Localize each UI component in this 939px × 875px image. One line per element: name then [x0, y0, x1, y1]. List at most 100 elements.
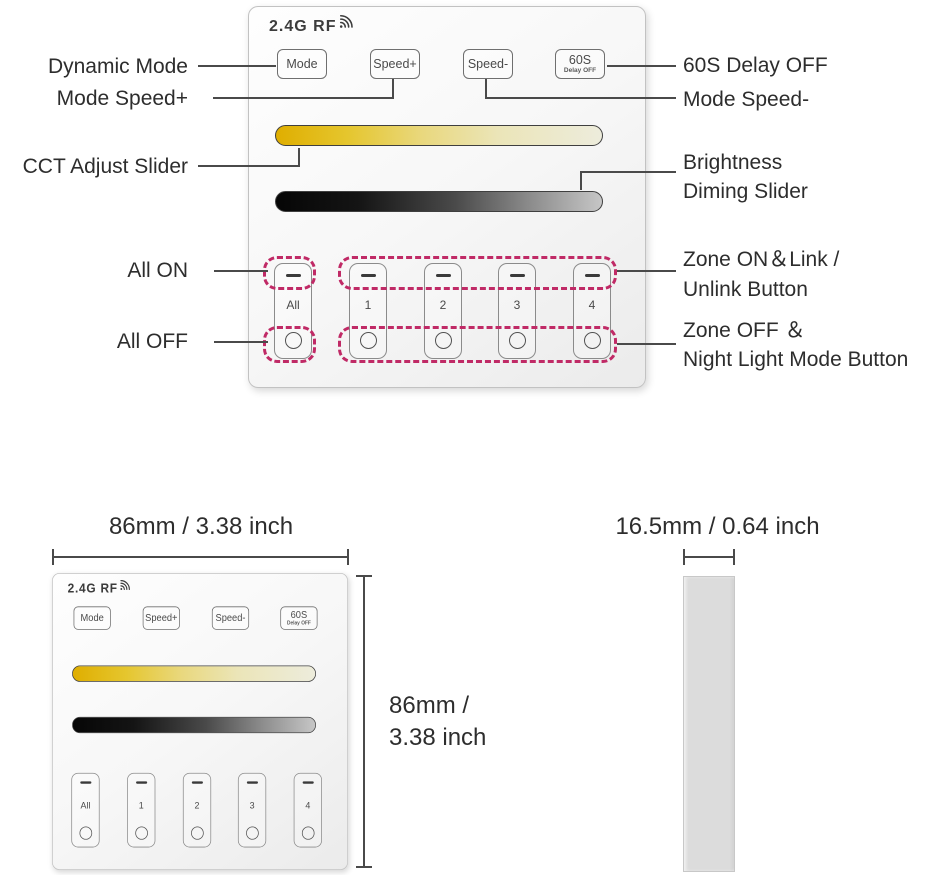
zone-label: All [286, 297, 300, 312]
zone-on-dash-icon [435, 274, 451, 277]
connector-line [485, 97, 676, 99]
height-dimension-line2: 3.38 inch [389, 724, 487, 751]
delay-off-button: 60S Delay OFF [555, 49, 605, 79]
brightness-dimming-slider [72, 716, 317, 734]
delay-off-main-label: 60S [568, 52, 592, 67]
zone-label: 1 [138, 799, 144, 811]
zone-on-dash-icon [285, 274, 301, 277]
speed-minus-label: Speed- [467, 56, 509, 71]
zone-button-3: 3 [237, 772, 267, 848]
label-zone-on-link: Zone ON＆Link / Unlink Button [683, 245, 839, 305]
label-line: Brightness [683, 151, 783, 174]
connector-line [298, 148, 300, 167]
zone-off-circle-icon [583, 332, 601, 349]
connector-line [198, 65, 276, 67]
dimension-bar [685, 556, 733, 558]
zone-button-2: 2 [182, 772, 212, 848]
zone-off-circle-icon [508, 332, 526, 349]
cct-adjust-slider [72, 665, 317, 682]
label-line: Night Light Mode Button [683, 348, 909, 371]
dimension-tick [733, 549, 735, 565]
label-zone-off-night-light: Zone OFF ＆ Night Light Mode Button [683, 316, 908, 374]
height-dimension-text: 86mm / 3.38 inch [389, 690, 486, 754]
brightness-dimming-slider [275, 191, 603, 212]
speed-minus-label: Speed- [215, 612, 246, 624]
mode-button-label: Mode [80, 612, 104, 624]
label-all-off: All OFF [116, 330, 188, 353]
zone-off-circle-icon [79, 826, 92, 840]
zone-off-circle-icon [359, 332, 377, 349]
connector-line [214, 270, 268, 272]
depth-dimension-line [683, 549, 735, 565]
highlight-all-on [263, 256, 316, 290]
zone-on-dash-icon [191, 781, 203, 784]
connector-line [580, 171, 582, 190]
connector-line [392, 79, 394, 99]
mode-button-label: Mode [286, 56, 318, 71]
zone-button-all: All [71, 772, 100, 848]
mode-button: Mode [277, 49, 327, 79]
zone-button-1: 1 [127, 772, 156, 848]
zone-label: 2 [439, 297, 447, 312]
connector-line [214, 341, 268, 343]
dimension-tick [683, 549, 685, 565]
dimension-tick [356, 866, 372, 868]
zone-off-circle-icon [190, 826, 204, 840]
zone-off-circle-icon [434, 332, 452, 349]
brand-logo: 2.4G RF [67, 579, 132, 598]
zone-on-dash-icon [135, 781, 147, 784]
zone-off-circle-icon [134, 826, 148, 840]
label-line: Unlink Button [683, 278, 808, 301]
connector-line [198, 165, 300, 167]
brand-text: 2.4G RF [67, 582, 118, 596]
zone-on-dash-icon [79, 781, 92, 784]
zone-off-circle-icon [301, 826, 315, 840]
zone-label: 2 [194, 799, 200, 811]
rf-signal-icon [340, 14, 354, 28]
zone-on-dash-icon [246, 781, 258, 784]
panel-scaled-view: 2.4G RF Mode Speed+ [52, 573, 348, 871]
dimension-tick [356, 575, 372, 577]
speed-plus-label: Speed+ [373, 56, 417, 71]
delay-off-main-label: 60S [290, 609, 308, 621]
label-cct-adjust-slider: CCT Adjust Slider [22, 155, 188, 178]
depth-dimension-text: 16.5mm / 0.64 inch [615, 513, 820, 540]
label-line: Diming Slider [683, 180, 808, 203]
zone-label: 3 [513, 297, 521, 312]
dimension-tick [347, 549, 349, 565]
width-dimension-text: 86mm / 3.38 inch [108, 513, 294, 540]
delay-off-sub-label: Delay OFF [563, 66, 597, 74]
touch-panel-front-view: 2.4G RF Mode Speed+ Speed- 60S Delay OFF [248, 6, 646, 388]
zone-on-dash-icon [509, 274, 525, 277]
speed-plus-label: Speed+ [145, 612, 178, 624]
label-60s-delay-off: 60S Delay OFF [683, 54, 828, 77]
label-brightness-dimming-slider: Brightness Diming Slider [683, 148, 808, 206]
dimension-bar [54, 556, 347, 558]
zone-label: 4 [588, 297, 596, 312]
highlight-zones-off [338, 326, 617, 363]
connector-line [485, 79, 487, 99]
label-mode-speed-plus: Mode Speed+ [56, 87, 188, 110]
speed-minus-button: Speed- [211, 606, 250, 630]
zone-button-2: 2 [424, 263, 462, 359]
dimension-tick [52, 549, 54, 565]
label-line: Zone OFF ＆ [683, 319, 806, 342]
panel-side-view [683, 576, 735, 872]
dimension-bar [363, 577, 365, 866]
connector-line [580, 171, 676, 173]
cct-adjust-slider [275, 125, 603, 146]
touch-panel-front-view-small: 2.4G RF Mode Speed+ [52, 573, 348, 871]
zone-button-4: 4 [293, 772, 322, 848]
connector-line [607, 65, 676, 67]
connector-line [617, 343, 676, 345]
rf-signal-icon [120, 579, 131, 590]
label-dynamic-mode: Dynamic Mode [47, 55, 188, 78]
delay-off-button: 60S Delay OFF [280, 606, 318, 630]
connector-line [213, 97, 394, 99]
height-dimension-line [356, 575, 372, 868]
zone-button-3: 3 [498, 263, 536, 359]
label-all-on: All ON [127, 259, 188, 282]
speed-plus-button: Speed+ [370, 49, 420, 79]
connector-line [617, 270, 676, 272]
